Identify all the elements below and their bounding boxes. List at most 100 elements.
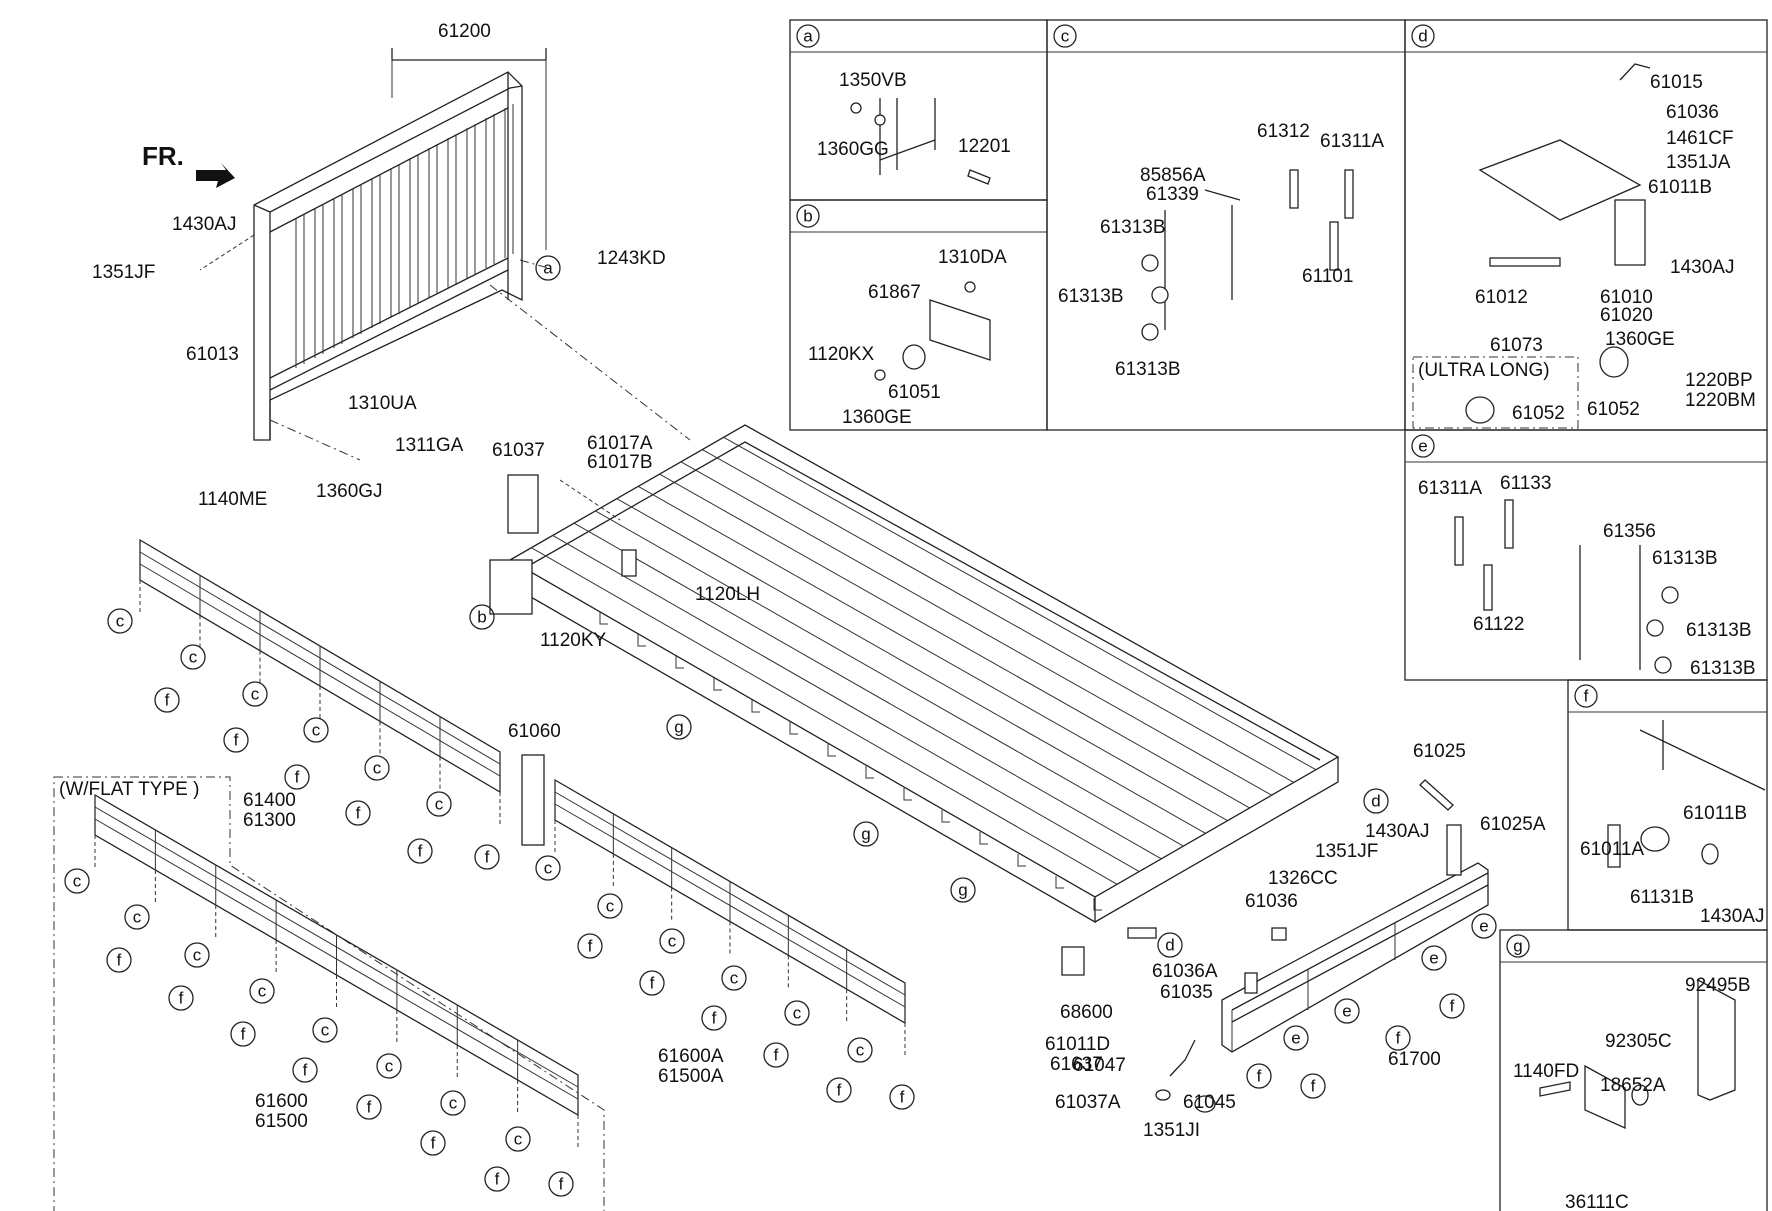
floor-hook [941, 810, 950, 823]
callout-circle [666, 714, 692, 740]
detail-panel-letter-circle [1574, 684, 1598, 708]
part-label: 61015 [1650, 72, 1703, 93]
callout-letter: f [1396, 1029, 1401, 1048]
floor-slat [573, 522, 1162, 860]
detail-art [850, 63, 1766, 1130]
callout-letter: f [303, 1061, 308, 1080]
callout-circle [950, 877, 976, 903]
callout-letter: f [588, 937, 593, 956]
part-label: 1350VB [839, 70, 907, 91]
callout-letter: f [295, 768, 300, 787]
detail-panel-a [789, 19, 1048, 201]
side-gate-61600a [554, 778, 906, 1055]
part-label: 68600 [1060, 1002, 1113, 1023]
part-label: 61073 [1490, 335, 1543, 356]
part-label: 61037A [1055, 1092, 1121, 1113]
callout-circle [284, 764, 310, 790]
callout-letter: c [189, 648, 198, 667]
part-label: 1243KD [597, 248, 666, 269]
part-label: 61010 [1600, 287, 1653, 308]
callout-letter: f [165, 691, 170, 710]
detail-panel-letter-circle [796, 204, 820, 228]
part-label: 1351JF [92, 262, 155, 283]
front-arrow-icon [196, 163, 235, 188]
callout-circle [420, 1130, 446, 1156]
callout-letter: g [958, 881, 967, 900]
floor-hook [1055, 876, 1064, 889]
callout-circle [639, 970, 665, 996]
callout-letter: e [1429, 949, 1438, 968]
detail-panel-letter-circle [796, 24, 820, 48]
callout-letter: c [793, 1004, 802, 1023]
detail-panel-letter: g [1513, 937, 1522, 956]
callout-circle [1157, 932, 1183, 958]
part-label: (ULTRA LONG) [1418, 360, 1550, 381]
part-label: 61312 [1257, 121, 1310, 142]
floor-slat [531, 547, 1118, 885]
callout-circle [407, 838, 433, 864]
headboard-bar [428, 144, 438, 298]
detail-panel-letter: c [1061, 27, 1070, 46]
callout-circle [1246, 1063, 1272, 1089]
detail-panel-letter-circle [1053, 24, 1077, 48]
callout-letter: c [251, 685, 260, 704]
part-label: 61133 [1500, 473, 1551, 494]
part-label: 1351JF [1315, 841, 1378, 862]
part-label: 61400 [243, 790, 296, 811]
part-label: 61867 [868, 282, 921, 303]
callout-letter: f [418, 842, 423, 861]
part-label: 61011B [1683, 803, 1747, 824]
callout-letter: c [133, 908, 142, 927]
callout-letter: c [321, 1021, 330, 1040]
part-label: 61060 [508, 721, 561, 742]
part-label: 1360GE [842, 407, 912, 428]
part-label: 61313B [1690, 658, 1756, 679]
callout-circle [535, 255, 561, 281]
part-label: 1140ME [198, 489, 267, 510]
callout-letter: f [712, 1009, 717, 1028]
part-label: 61339 [1146, 184, 1199, 205]
callout-circle [1471, 913, 1497, 939]
part-label: 61311A [1418, 478, 1482, 499]
part-label: 61013 [186, 344, 239, 365]
part-label: 61313B [1652, 548, 1718, 569]
front-label: FR. [142, 141, 184, 171]
callout-circle [312, 1017, 338, 1043]
callout-letter: f [241, 1025, 246, 1044]
part-label: 61313B [1686, 620, 1752, 641]
callout-circle [535, 855, 561, 881]
callout-circle [474, 844, 500, 870]
callout-circle [242, 681, 268, 707]
callout-circle [426, 791, 452, 817]
detail-panel-letter: d [1418, 27, 1427, 46]
part-label: 61052 [1512, 403, 1565, 424]
part-label: 61600 [255, 1091, 308, 1112]
callout-circle [469, 604, 495, 630]
part-label: 12201 [958, 136, 1011, 157]
callout-letter: f [495, 1170, 500, 1189]
part-label: 61200 [438, 21, 491, 42]
callout-circle [701, 1005, 727, 1031]
headboard-bar [466, 124, 476, 278]
callout-circle [1283, 1025, 1309, 1051]
detail-panel-letter: f [1584, 687, 1589, 706]
callout-letter: f [650, 974, 655, 993]
headboard-bar [504, 104, 514, 258]
callout-circle [548, 1171, 574, 1197]
callout-letter: e [1342, 1002, 1351, 1021]
callout-circle [1363, 788, 1389, 814]
callout-letter: c [258, 982, 267, 1001]
callout-circle [154, 687, 180, 713]
floor-hook [827, 744, 836, 757]
part-label: 1120LH [695, 584, 760, 605]
part-number-labels: 612001430AJ1351JF1243KD610131310UA1311GA… [59, 21, 1764, 1211]
callout-circle [1385, 1025, 1411, 1051]
part-label: 61011D [1045, 1034, 1110, 1055]
part-label: 1360GG [817, 139, 889, 160]
part-label: 61011A [1580, 839, 1644, 860]
part-label: 61035 [1160, 982, 1213, 1003]
detail-panel-letter: b [803, 207, 812, 226]
part-label: 61131B [1630, 887, 1694, 908]
